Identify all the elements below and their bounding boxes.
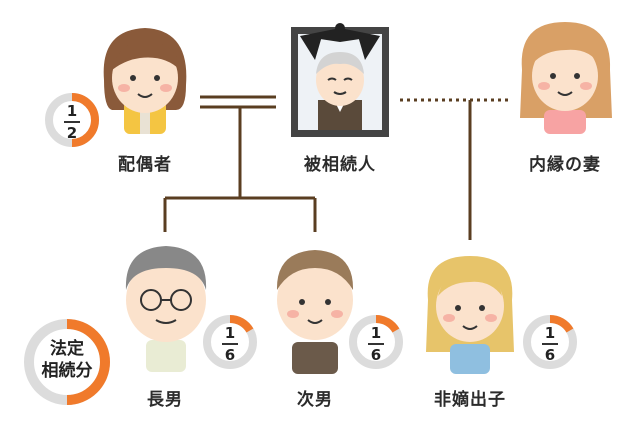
illegitimate-share-ring — [523, 315, 577, 369]
spouse-share-fraction: 1 2 — [50, 103, 94, 141]
illegitimate-share-denominator: 6 — [544, 346, 556, 364]
fraction-bar — [64, 121, 80, 123]
son2-share-fraction: 1 6 — [354, 325, 398, 363]
son2-share-numerator: 1 — [370, 324, 382, 342]
illegitimate-ring-arc — [549, 315, 574, 333]
deceased-portrait — [291, 23, 389, 137]
fraction-bar — [222, 343, 238, 345]
son2-share-ring — [349, 315, 403, 369]
spouse-share-ring — [45, 93, 99, 147]
illegitimate-label: 非嫡出子 — [434, 390, 506, 410]
deceased-label: 被相続人 — [304, 155, 376, 175]
son1-figure — [125, 246, 207, 372]
son2-share-denominator: 6 — [370, 346, 382, 364]
spouse-share-denominator: 2 — [66, 124, 78, 142]
spouse-share-numerator: 1 — [66, 102, 78, 120]
son2-label: 次男 — [297, 390, 333, 410]
son1-share-denominator: 6 — [224, 346, 236, 364]
legend-line1: 法定 — [50, 339, 84, 359]
partner-label: 内縁の妻 — [529, 155, 601, 175]
legend-line2: 相続分 — [41, 361, 93, 381]
fraction-bar — [368, 343, 384, 345]
son1-share-ring — [203, 315, 257, 369]
son1-share-numerator: 1 — [224, 324, 236, 342]
son1-label: 長男 — [147, 390, 183, 410]
illegitimate-share-fraction: 1 6 — [528, 325, 572, 363]
spouse-label: 配偶者 — [118, 155, 172, 175]
son2-figure — [276, 250, 354, 374]
spouse-ring-arc — [71, 93, 99, 147]
legend-label: 法定 相続分 — [22, 338, 112, 382]
son1-ring-arc — [229, 315, 254, 333]
son1-share-fraction: 1 6 — [208, 325, 252, 363]
son2-ring-arc — [375, 315, 400, 333]
illegitimate-share-numerator: 1 — [544, 324, 556, 342]
legend-ring — [24, 319, 110, 405]
partner-figure — [520, 22, 612, 134]
fraction-bar — [542, 343, 558, 345]
spouse-figure — [103, 28, 187, 134]
illegitimate-figure — [426, 256, 514, 374]
connector-lines — [163, 95, 510, 240]
